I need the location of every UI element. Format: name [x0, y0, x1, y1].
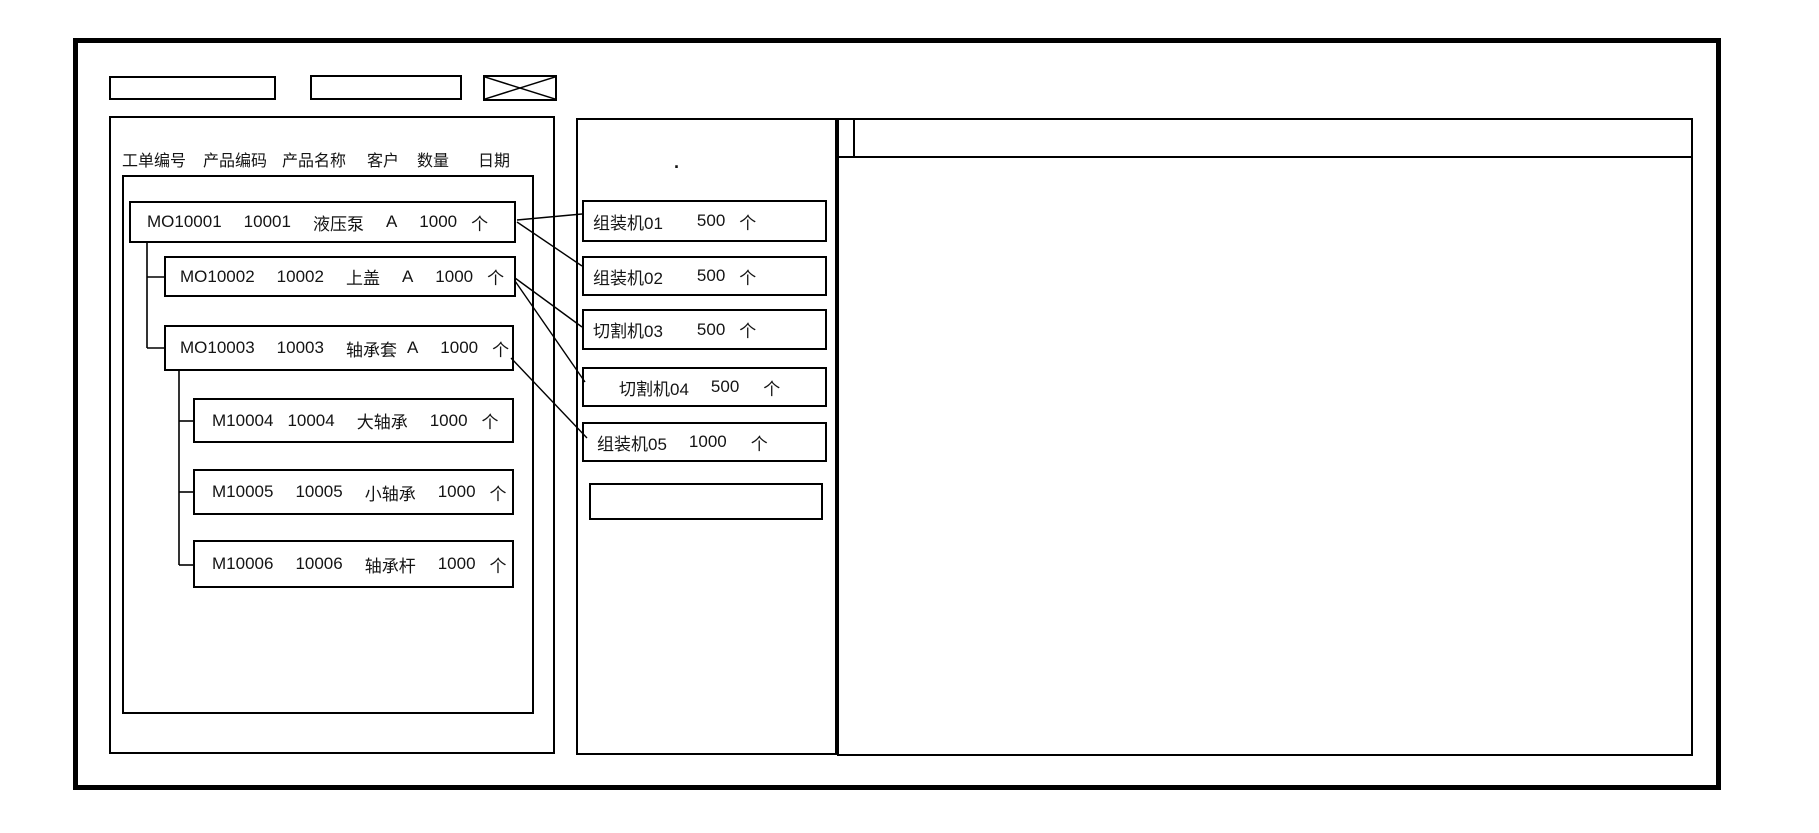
quantity: 1000 [429, 410, 468, 430]
wo-number: M10004 [212, 410, 274, 430]
product-code: 10002 [276, 266, 324, 286]
column-header-date: 日期 [478, 153, 511, 170]
product-name: 小轴承 [364, 484, 416, 504]
wo-number: M10005 [212, 482, 274, 501]
machine-item-5[interactable]: 组装机05 1000 个 [582, 422, 827, 462]
quantity: 1000 [437, 554, 476, 573]
machine-item-1[interactable]: 组装机01 500 个 [582, 200, 827, 242]
machine-item-empty[interactable] [589, 483, 823, 520]
toolbar-field-2[interactable] [310, 75, 462, 100]
work-order-item-MO10002[interactable]: MO10002 10002 上盖 A 1000 个 [164, 256, 516, 297]
unit: 个 [489, 484, 507, 504]
work-order-item-M10006[interactable]: M10006 10006 轴承杆 1000 个 [193, 540, 514, 588]
detail-panel [837, 118, 1693, 756]
wo-number: MO10003 [180, 338, 255, 357]
machine-name: 切割机03 [593, 322, 663, 341]
product-name: 轴承套 [345, 340, 397, 360]
toolbar-field-1[interactable] [109, 76, 276, 100]
customer: A [406, 338, 419, 357]
product-name: 液压泵 [312, 214, 364, 234]
machine-name: 切割机04 [619, 379, 689, 399]
product-code: 10003 [276, 338, 324, 357]
work-order-item-M10005[interactable]: M10005 10005 小轴承 1000 个 [193, 469, 514, 515]
machine-item-2[interactable]: 组装机02 500 个 [582, 256, 827, 296]
stray-dot: . [674, 152, 680, 172]
customer: A [385, 212, 398, 231]
column-header-quantity: 数量 [417, 153, 450, 170]
quantity: 1000 [437, 482, 476, 501]
wo-number: MO10001 [147, 212, 222, 231]
machine-qty: 1000 [688, 432, 727, 451]
unit: 个 [739, 213, 757, 233]
machine-name: 组装机01 [593, 213, 663, 233]
quantity: 1000 [435, 266, 474, 286]
unit: 个 [487, 269, 505, 288]
unit: 个 [492, 340, 510, 360]
column-header-product-code: 产品编码 [203, 153, 268, 170]
product-name: 大轴承 [356, 413, 408, 432]
work-order-item-MO10003[interactable]: MO10003 10003 轴承套 A 1000 个 [164, 325, 514, 371]
work-order-item-M10004[interactable]: M10004 10004 大轴承 1000 个 [193, 398, 514, 443]
column-header-wo-number: 工单编号 [122, 153, 187, 170]
machine-qty: 500 [696, 319, 726, 339]
unit: 个 [481, 413, 499, 432]
unit: 个 [763, 379, 781, 399]
machine-qty: 500 [696, 266, 726, 285]
x-cross-icon [485, 77, 555, 99]
unit: 个 [471, 214, 489, 234]
quantity: 1000 [419, 212, 458, 231]
wo-number: MO10002 [180, 266, 255, 286]
work-order-item-MO10001[interactable]: MO10001 10001 液压泵 A 1000 个 [129, 201, 516, 243]
wo-number: M10006 [212, 554, 274, 573]
customer: A [401, 266, 414, 286]
machine-name: 组装机05 [597, 434, 667, 454]
detail-header-left-tick [853, 120, 855, 158]
unit: 个 [489, 556, 507, 576]
detail-header-separator [839, 156, 1691, 158]
machine-item-4[interactable]: 切割机04 500 个 [582, 367, 827, 407]
machine-item-3[interactable]: 切割机03 500 个 [582, 309, 827, 350]
unit: 个 [739, 322, 757, 341]
product-code: 10001 [243, 212, 291, 231]
product-name: 轴承杆 [364, 556, 416, 576]
image-placeholder-button[interactable] [483, 75, 557, 101]
column-header-customer: 客户 [367, 153, 400, 170]
quantity: 1000 [440, 338, 479, 357]
machine-qty: 500 [710, 377, 740, 396]
machine-name: 组装机02 [593, 268, 663, 288]
product-code: 10006 [295, 554, 343, 573]
product-name: 上盖 [345, 269, 380, 288]
column-header-product-name: 产品名称 [282, 153, 347, 170]
unit: 个 [750, 434, 768, 454]
product-code: 10004 [287, 410, 335, 430]
unit: 个 [739, 268, 757, 288]
product-code: 10005 [295, 482, 343, 501]
machine-qty: 500 [696, 211, 726, 230]
